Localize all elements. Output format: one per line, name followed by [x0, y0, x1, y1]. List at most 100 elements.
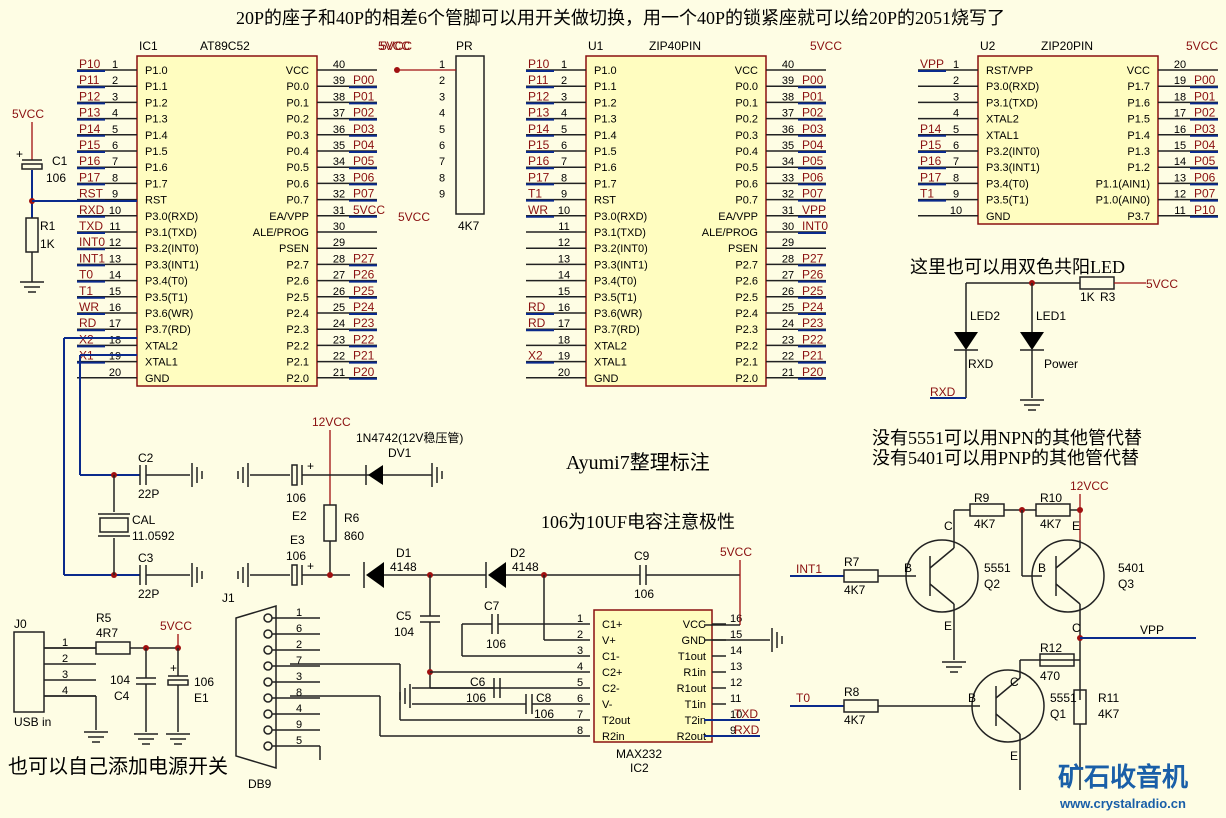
- u1-net-label: T1: [528, 187, 542, 201]
- ic1-pin-name: VCC: [286, 65, 309, 77]
- ic1-net-label: P15: [79, 138, 101, 152]
- ic1-ref: IC1: [139, 39, 158, 53]
- max232-pin-name: T2out: [602, 715, 630, 727]
- ic1-pin-num: 38: [333, 91, 345, 103]
- r7-ref: R7: [844, 555, 860, 569]
- ic1-pin-num: 9: [112, 189, 118, 201]
- u1-pin-name: EA/VPP: [718, 211, 758, 223]
- max232-pin-num: 5: [577, 677, 583, 689]
- note-led: 这里也可以用双色共阳LED: [910, 257, 1125, 277]
- ic1-net-label: T0: [79, 268, 93, 282]
- ic1-pin-name: P1.1: [145, 81, 168, 93]
- c5-ref: C5: [396, 609, 412, 623]
- u1-pin-num: 10: [558, 205, 570, 217]
- ic1-net-label: P25: [353, 284, 375, 298]
- ic1-net-label: P24: [353, 300, 375, 314]
- q3-part: 5401: [1118, 561, 1145, 575]
- ic1-pin-num: 20: [109, 367, 121, 379]
- r7-value: 4K7: [844, 583, 866, 597]
- max232-ref: IC2: [630, 761, 649, 775]
- u1-pin-name: ALE/PROG: [702, 227, 758, 239]
- d2-value: 4148: [512, 560, 539, 574]
- db9-j-label: J1: [222, 591, 235, 605]
- u1-pin-num: 28: [782, 253, 794, 265]
- u2-pin-name: XTAL1: [986, 130, 1019, 142]
- cal-value: 11.0592: [132, 529, 175, 543]
- ground-icon: [399, 684, 411, 708]
- ic1-pin-name: P2.4: [286, 308, 309, 320]
- e2-value: 106: [286, 491, 306, 505]
- ic1-net-label: P20: [353, 365, 375, 379]
- svg-text:B: B: [1038, 561, 1046, 575]
- ic1-pin-num: 21: [333, 367, 345, 379]
- u1-pin-num: 4: [561, 108, 567, 120]
- vcc-label-c9: 5VCC: [720, 545, 752, 559]
- ic1-net-label: P10: [79, 57, 101, 71]
- r12-ref: R12: [1040, 641, 1062, 655]
- usb-ref: J0: [14, 617, 27, 631]
- u1-pin-name: P0.3: [735, 130, 758, 142]
- max232-pin-num: 11: [730, 693, 741, 705]
- max232-pin-num: 10: [730, 709, 742, 721]
- ic1-part: AT89C52: [200, 39, 250, 53]
- u2-pin-name: RST/VPP: [986, 65, 1033, 77]
- zener-diode-icon: [368, 465, 383, 485]
- u1-pin-num: 30: [782, 221, 794, 233]
- u1-net-label: P26: [802, 268, 824, 282]
- t0-net-label: T0: [796, 691, 810, 705]
- u2-pin-num: 10: [950, 205, 962, 217]
- ic1-pin-name: P3.4(T0): [145, 276, 188, 288]
- u2-pin-name: P3.5(T1): [986, 195, 1029, 207]
- ic1-pin-name: P3.5(T1): [145, 292, 188, 304]
- u2-pin-name: P1.3: [1127, 146, 1150, 158]
- ic1-net-label: RST: [79, 187, 104, 201]
- u2-pin-name: GND: [986, 211, 1011, 223]
- u2-pin-num: 17: [1174, 108, 1186, 120]
- led-icon: [954, 332, 978, 350]
- u1-pin-num: 7: [561, 156, 567, 168]
- u1-pin-name: GND: [594, 373, 619, 385]
- u2-pin-name: P1.6: [1127, 97, 1150, 109]
- u1-pin-name: P2.1: [735, 357, 758, 369]
- u1-pin-num: 22: [782, 351, 794, 363]
- db9-pin-num: 1: [296, 607, 302, 619]
- u2-net-label: P14: [920, 122, 942, 136]
- u2-net-label: P16: [920, 154, 942, 168]
- usb-body: [13, 631, 45, 713]
- svg-text:+: +: [170, 661, 177, 675]
- ic1-net-label: P01: [353, 89, 375, 103]
- ic1-pin-num: 2: [112, 75, 118, 87]
- vcc-label-led: 5VCC: [1146, 277, 1178, 291]
- u1-pin-name: P0.6: [735, 178, 758, 190]
- r6-ref: R6: [344, 511, 360, 525]
- ic1-pin-num: 32: [333, 189, 345, 201]
- u2-pin-num: 20: [1174, 59, 1186, 71]
- ic1-net-label: RXD: [79, 203, 105, 217]
- u1-net-label: P03: [802, 122, 824, 136]
- u1-pin-num: 31: [782, 205, 794, 217]
- pr-value: 4K7: [458, 219, 480, 233]
- r8-ref: R8: [844, 685, 860, 699]
- ic1-net-label: X2: [79, 332, 94, 346]
- svg-text:E: E: [944, 619, 952, 633]
- u1-net-label: INT0: [802, 219, 828, 233]
- ic1-pin-num: 26: [333, 286, 345, 298]
- u2-net-label: P02: [1194, 106, 1216, 120]
- u1-net-label: P00: [802, 73, 824, 87]
- u1-part: ZIP40PIN: [649, 39, 701, 53]
- ic1-pin-name: P2.7: [286, 259, 309, 271]
- u1-net-label: WR: [528, 203, 548, 217]
- ic1-pin-num: 25: [333, 302, 345, 314]
- ic1-pin-num: 10: [109, 205, 121, 217]
- u1-pin-name: P1.3: [594, 114, 617, 126]
- ic1-pin-num: 36: [333, 124, 345, 136]
- c6-ref: C6: [470, 675, 486, 689]
- max232-pin-name: T1in: [685, 699, 706, 711]
- u2-pin-name: P1.4: [1127, 130, 1150, 142]
- u1-pin-num: 29: [782, 237, 794, 249]
- ic1-pin-name: P2.6: [286, 276, 309, 288]
- usb-pin-num: 2: [62, 653, 68, 665]
- c4-ref: C4: [114, 689, 130, 703]
